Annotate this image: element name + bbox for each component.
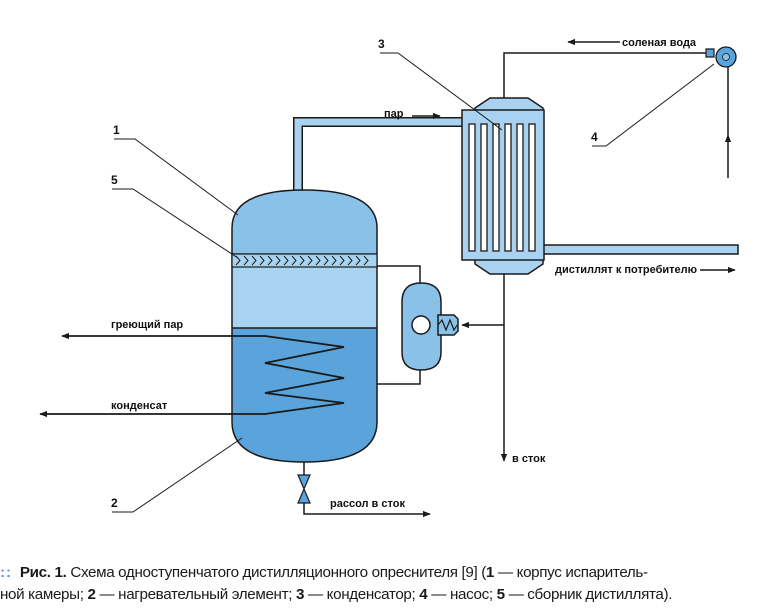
label-condensate: конденсат [111,400,168,412]
caption-t1: — корпус испаритель- [497,564,648,581]
caption-n3: 3 [295,586,305,603]
vapor-pipe [293,117,462,193]
brine-outlet [297,462,431,518]
figure-caption: :: Рис. 1. Схема одноступенчатого дистил… [0,562,780,606]
caption-t3: — конденсатор; [307,586,416,603]
label-brine: рассол в сток [330,498,405,510]
leader-lines [112,52,715,513]
salt-water-line [503,38,732,178]
distillate-pipe [539,244,739,255]
sea-water-pump [705,46,737,68]
label-salt-water: соленая вода [622,37,697,49]
caption-text-1: Схема одноступенчатого дистилляционного … [70,564,486,581]
caption-n1: 1 [485,564,495,581]
caption-title: Рис. 1. [19,564,67,581]
callout-5: 5 [111,173,118,187]
label-drain: в сток [512,453,546,465]
callout-2: 2 [111,496,118,510]
caption-marker: :: [0,564,13,581]
evaporator-vessel [231,189,378,463]
caption-line-1: :: Рис. 1. Схема одноступенчатого дистил… [0,562,780,584]
heating-element [39,332,345,418]
callout-3: 3 [378,37,385,51]
caption-t2: — нагревательный элемент; [99,586,293,603]
caption-n4: 4 [419,586,428,603]
caption-t1b: ной камеры; [0,586,84,603]
brine-valve-icon [297,474,311,504]
caption-line-2: ной камеры; 2 — нагревательный элемент; … [0,584,780,606]
callout-1: 1 [113,123,120,137]
caption-t5: — сборник дистиллята). [508,586,673,603]
caption-n5: 5 [496,586,505,603]
label-steam: пар [384,108,404,120]
caption-n2: 2 [87,586,96,603]
desalinator-diagram: 1 5 2 3 4 соленая вода пар дистиллят к п… [39,37,739,518]
condenser [461,97,545,275]
recirculation-pump [377,265,504,385]
distillate-collector [231,253,378,268]
callout-4: 4 [591,130,598,144]
label-distillate: дистиллят к потребителю [555,264,697,276]
caption-t4: — насос; [431,586,493,603]
label-heating-steam: греющий пар [111,319,183,331]
